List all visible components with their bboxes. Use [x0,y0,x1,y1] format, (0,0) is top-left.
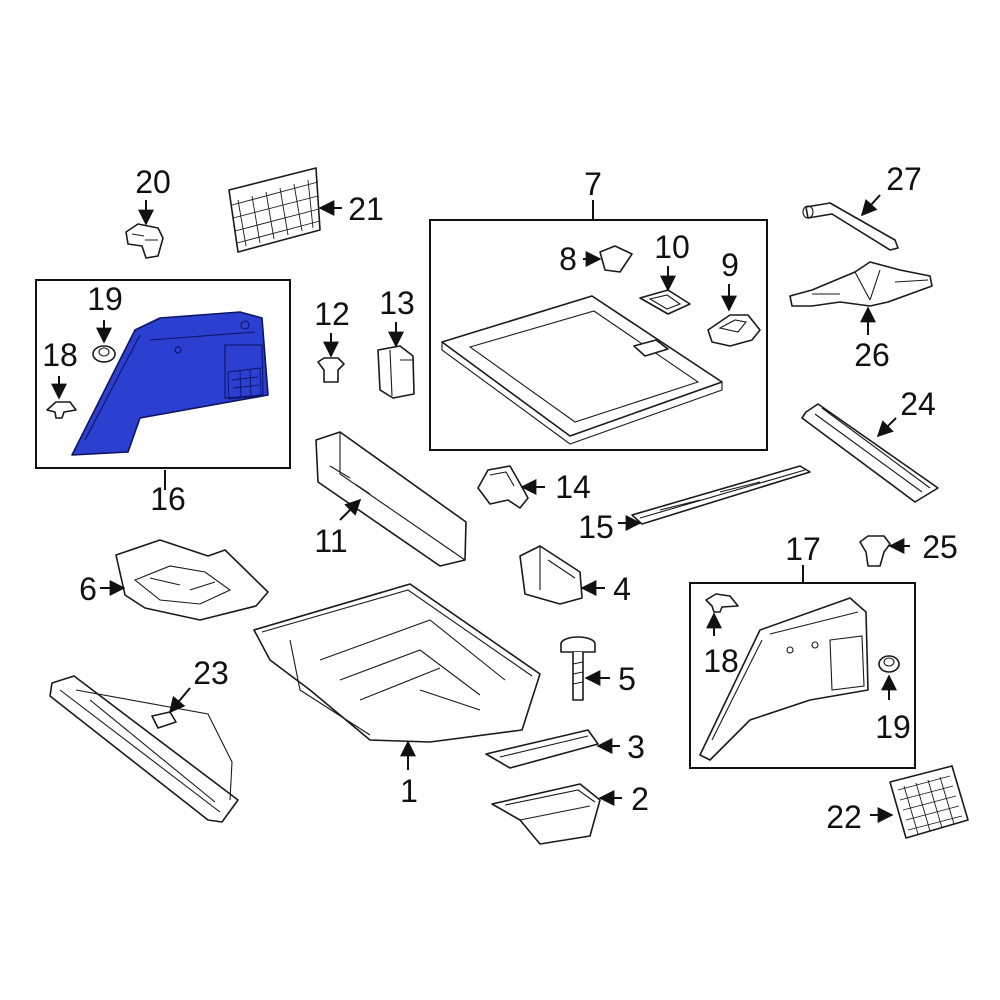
callout-18-right: 18 [703,643,739,679]
callout-13: 13 [379,285,415,321]
vent-grille-22[interactable] [889,765,969,839]
callout-8: 8 [559,241,577,277]
handle-10[interactable] [639,289,691,315]
tray-2[interactable] [491,783,601,845]
callout-2: 2 [631,781,649,817]
callout-6: 6 [79,571,97,607]
callout-11: 11 [314,523,347,559]
sill-plate-24[interactable] [801,403,939,503]
clip-18-left[interactable] [46,401,77,419]
callout-19-left: 19 [87,281,123,317]
jack-26[interactable] [789,261,933,307]
quarter-trim-panel-right[interactable] [699,597,869,761]
clip-25[interactable] [859,535,891,567]
callout-1: 1 [400,773,418,809]
cover-3[interactable] [485,729,599,769]
clip-8[interactable] [599,245,633,273]
callout-10: 10 [654,229,690,265]
callout-18-left: 18 [42,337,78,373]
callout-9: 9 [721,247,739,283]
spare-tire-tray-6[interactable] [115,539,269,621]
bolt-5[interactable] [560,636,596,701]
clip-12[interactable] [317,357,345,383]
group-box-16 [35,279,291,469]
callout-4: 4 [613,571,631,607]
callout-7: 7 [584,166,602,202]
callout-27: 27 [886,161,922,197]
lug-wrench-27[interactable] [802,202,899,251]
callout-5: 5 [618,661,636,697]
clip-19-left[interactable] [92,345,116,363]
callout-25: 25 [922,529,958,565]
clip-19-right[interactable] [878,655,900,673]
callout-24: 24 [900,386,936,422]
callout-22: 22 [826,799,862,835]
bracket-13[interactable] [377,345,415,399]
callout-16: 16 [150,481,186,517]
hook-9[interactable] [707,314,761,347]
clip-18-right[interactable] [705,593,739,613]
callout-23: 23 [193,655,229,691]
callout-3: 3 [627,729,645,765]
load-floor-board-7[interactable] [441,295,723,445]
callout-15: 15 [578,509,614,545]
rail-15[interactable] [631,465,811,525]
callout-14: 14 [555,469,591,505]
bracket-14[interactable] [477,465,529,509]
callout-19-right: 19 [875,709,911,745]
group-box-7 [429,219,768,451]
cargo-net-21[interactable] [228,167,321,253]
tonneau-cover-23[interactable] [49,675,239,823]
clip-20[interactable] [125,223,164,259]
callout-26: 26 [854,337,890,373]
callout-12: 12 [314,296,350,332]
storage-tub-1[interactable] [253,583,541,743]
callout-21: 21 [348,191,384,227]
bracket-4[interactable] [519,545,583,605]
callout-17: 17 [785,531,821,567]
support-panel-11[interactable] [315,431,467,567]
callout-20: 20 [135,164,171,200]
quarter-trim-panel-highlighted[interactable] [71,311,269,456]
